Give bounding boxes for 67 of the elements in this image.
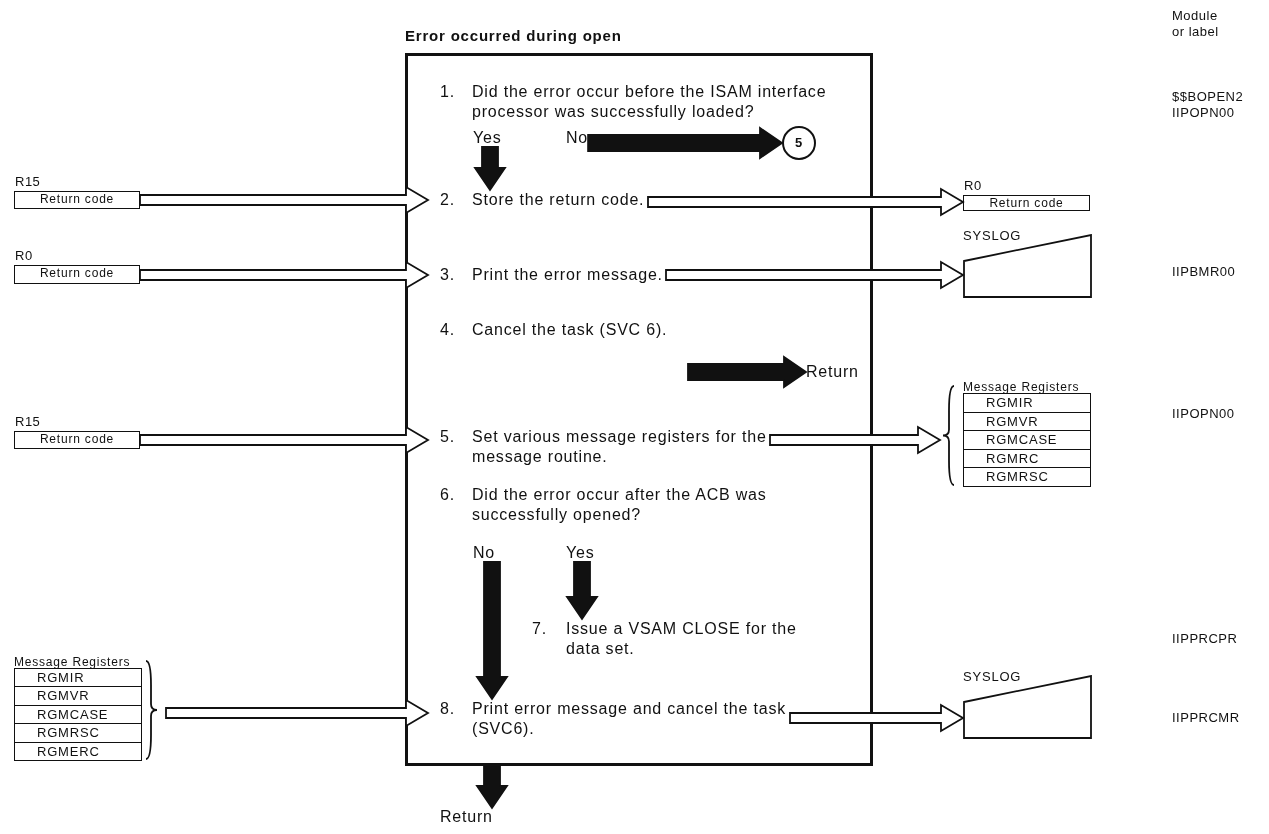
- control-flow-arrow: [587, 126, 784, 160]
- step-text: Print the error message.: [472, 265, 664, 285]
- register-name: R15: [15, 174, 41, 190]
- control-flow-arrow: [565, 561, 599, 621]
- register-field: Return code: [14, 191, 140, 209]
- data-flow-arrow: [647, 187, 965, 217]
- register-cell: RGMCASE: [963, 430, 1091, 451]
- module-name: IIPOPN00: [1172, 406, 1235, 422]
- flow-label: Return: [440, 808, 493, 826]
- column-heading: Module or label: [1172, 8, 1220, 40]
- step-text: Store the return code.: [472, 190, 646, 210]
- step-number: 4.: [440, 320, 455, 340]
- data-flow-arrow: [139, 185, 430, 215]
- step-number: 3.: [440, 265, 455, 285]
- step-number: 7.: [532, 619, 547, 639]
- step-text: Did the error occur before the ISAM interface processor was successfully loaded?: [472, 82, 828, 122]
- register-cell: RGMRC: [963, 448, 1091, 469]
- register-cell: RGMCASE: [14, 704, 142, 725]
- data-flow-arrow: [789, 703, 965, 733]
- flow-label: Return: [806, 363, 859, 381]
- register-cell: RGMVR: [963, 411, 1091, 432]
- module-name: IIPBMR00: [1172, 264, 1236, 280]
- data-flow-arrow: [139, 425, 430, 455]
- register-cell: RGMVR: [14, 686, 142, 707]
- control-flow-arrow: [473, 146, 507, 192]
- register-name: R15: [15, 414, 41, 430]
- data-flow-arrow: [769, 425, 942, 455]
- register-field: Return code: [14, 265, 140, 284]
- box-title: Error occurred during open: [405, 26, 622, 46]
- table-heading: Message Registers: [963, 379, 1080, 396]
- module-name: $$BOPEN2: [1172, 89, 1244, 105]
- step-number: 8.: [440, 699, 455, 719]
- data-flow-arrow: [139, 260, 430, 290]
- step-text: Cancel the task (SVC 6).: [472, 320, 669, 340]
- step-number: 6.: [440, 485, 455, 505]
- register-cell: RGMRSC: [963, 467, 1091, 488]
- device-label: SYSLOG: [963, 668, 1022, 686]
- flow-label: Yes: [473, 129, 502, 147]
- register-name: R0: [15, 248, 33, 264]
- step-number: 2.: [440, 190, 455, 210]
- control-flow-arrow: [475, 765, 509, 810]
- step-text: Set various message registers for the message routine.: [472, 427, 768, 467]
- control-flow-arrow: [687, 355, 808, 389]
- flow-label: No: [566, 129, 589, 147]
- module-name: IIPPRCPR: [1172, 631, 1238, 647]
- register-field: Return code: [14, 431, 140, 449]
- flow-label: No: [473, 544, 496, 562]
- register-name: R0: [964, 178, 982, 194]
- module-name: IIPPRCMR: [1172, 710, 1240, 726]
- register-cell: RGMIR: [14, 668, 142, 688]
- step-text: Did the error occur after the ACB was successfully opened?: [472, 485, 768, 525]
- table-heading: Message Registers: [14, 654, 131, 671]
- data-flow-arrow: [165, 698, 430, 728]
- register-field: Return code: [963, 195, 1090, 211]
- module-name: IIPOPN00: [1172, 105, 1235, 121]
- device-label: SYSLOG: [963, 227, 1022, 245]
- data-flow-arrow: [665, 260, 965, 290]
- flow-label: Yes: [566, 544, 595, 562]
- control-flow-arrow: [475, 561, 509, 701]
- step-number: 1.: [440, 82, 455, 102]
- register-cell: RGMERC: [14, 741, 142, 762]
- step-text: Print error message and cancel the task (SVC6).: [472, 699, 787, 739]
- step-text: Issue a VSAM CLOSE for the data set.: [566, 619, 798, 659]
- connector-circle: 5: [782, 126, 816, 160]
- step-number: 5.: [440, 427, 455, 447]
- register-cell: RGMRSC: [14, 723, 142, 744]
- register-cell: RGMIR: [963, 393, 1091, 414]
